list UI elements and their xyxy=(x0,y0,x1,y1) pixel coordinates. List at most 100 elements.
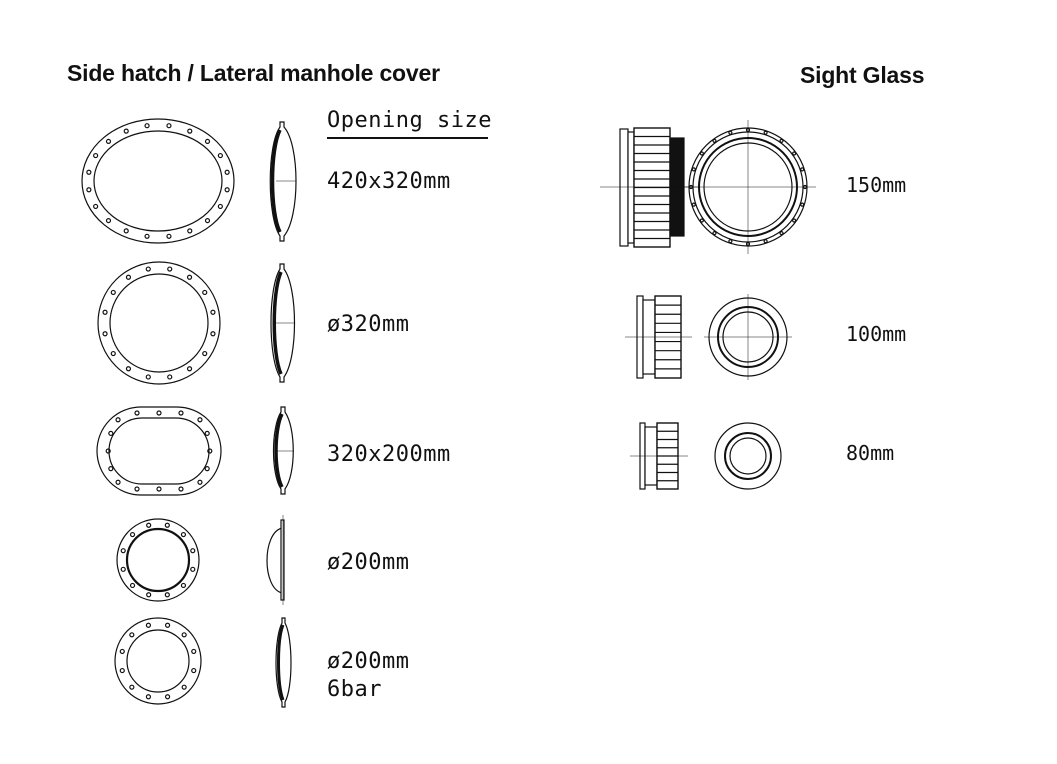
bolt-hole xyxy=(217,152,223,159)
bolt-hole xyxy=(129,531,136,538)
sight-glass-label-3: 80mm xyxy=(846,441,895,465)
bolt-hole xyxy=(197,479,203,485)
bolt-hole xyxy=(102,309,108,315)
bolt-hole xyxy=(187,228,193,234)
grip-notch xyxy=(728,239,733,244)
bolt-hole xyxy=(191,648,197,655)
bolt-hole xyxy=(164,592,170,598)
bolt-hole xyxy=(224,187,230,193)
bolt-hole xyxy=(86,169,92,175)
bolt-hole xyxy=(207,448,213,454)
bolt-hole xyxy=(145,622,152,628)
sight-glass-150-front-view xyxy=(680,120,816,254)
bolt-hole xyxy=(167,374,173,380)
grip-notch xyxy=(728,130,733,135)
grip-notch xyxy=(712,231,717,236)
bolt-hole xyxy=(125,274,132,280)
bolt-hole xyxy=(217,203,223,210)
bolt-hole xyxy=(181,684,187,690)
grip-notch xyxy=(691,167,696,172)
manhole-5-front-view xyxy=(114,617,202,705)
grip-notch xyxy=(699,218,704,223)
bolt-hole xyxy=(210,331,216,337)
manhole-5-side-view xyxy=(275,617,292,708)
bolt-hole xyxy=(186,274,193,280)
sight-glass-100-front-view xyxy=(704,294,792,380)
manhole-section-title: Side hatch / Lateral manhole cover xyxy=(67,60,440,86)
bolt-hole xyxy=(181,632,187,638)
manhole-4-side-view xyxy=(266,515,285,605)
grip-notch xyxy=(792,151,797,156)
grip-notch xyxy=(699,151,704,156)
bolt-hole xyxy=(156,486,162,492)
manhole-label-5-pressure: 6bar xyxy=(327,677,382,702)
manhole-label-3: 320x200mm xyxy=(327,442,451,467)
bolt-hole xyxy=(191,667,197,674)
bolt-hole xyxy=(125,366,132,372)
manhole-label-2: ø320mm xyxy=(327,312,410,337)
opening-size-header: Opening size xyxy=(327,108,492,133)
bolt-hole xyxy=(224,169,230,175)
opening-size-underline xyxy=(327,137,488,139)
manhole-label-4: ø200mm xyxy=(327,550,410,575)
bolt-hole xyxy=(110,350,116,357)
bolt-hole xyxy=(164,522,170,528)
bolt-hole xyxy=(164,694,171,700)
bolt-hole xyxy=(202,289,208,296)
manhole-4-front-view xyxy=(116,518,200,602)
bolt-hole xyxy=(190,548,196,554)
bolt-hole xyxy=(105,217,112,224)
bolt-hole xyxy=(186,366,193,372)
sight-glass-label-1: 150mm xyxy=(846,173,907,197)
bolt-hole xyxy=(145,374,151,380)
sight-glass-80-side-view xyxy=(630,422,688,490)
bolt-hole xyxy=(93,152,99,159)
bolt-hole xyxy=(144,123,150,129)
grip-notch xyxy=(800,167,805,172)
bolt-hole xyxy=(180,531,187,538)
manhole-3-front-view xyxy=(96,406,222,496)
manhole-2-front-view xyxy=(97,261,221,385)
sight-glass-section-title: Sight Glass xyxy=(800,62,925,88)
bolt-hole xyxy=(156,410,162,416)
manhole-1-front-view xyxy=(81,118,235,244)
bolt-hole xyxy=(129,684,135,690)
sight-glass-100-side-view xyxy=(625,295,692,379)
bolt-hole xyxy=(178,410,184,416)
bolt-hole xyxy=(123,128,129,134)
bolt-hole xyxy=(204,430,210,436)
bolt-hole xyxy=(120,566,126,572)
grip-notch xyxy=(779,138,784,143)
grip-notch xyxy=(800,202,805,207)
grip-notch xyxy=(763,130,768,135)
grip-notch xyxy=(792,218,797,223)
bolt-hole xyxy=(210,309,216,315)
bolt-hole xyxy=(164,622,171,628)
bolt-hole xyxy=(115,417,121,423)
bolt-hole xyxy=(120,548,126,554)
bolt-hole xyxy=(134,410,140,416)
bolt-hole xyxy=(108,430,114,436)
bolt-hole xyxy=(115,479,121,485)
manhole-1-side-view xyxy=(269,121,297,242)
bolt-hole xyxy=(146,522,152,528)
sight-glass-label-2: 100mm xyxy=(846,322,907,346)
bolt-hole xyxy=(204,138,211,145)
bolt-hole xyxy=(86,187,92,193)
sight-glass-150-side-view xyxy=(600,127,700,248)
manhole-2-side-view xyxy=(270,263,296,383)
bolt-hole xyxy=(166,233,172,239)
bolt-hole xyxy=(167,266,173,272)
bolt-hole xyxy=(145,694,152,700)
manhole-label-1: 420x320mm xyxy=(327,169,451,194)
bolt-hole xyxy=(105,448,111,454)
bolt-hole xyxy=(108,466,114,472)
bolt-hole xyxy=(102,331,108,337)
bolt-hole xyxy=(129,582,136,589)
bolt-hole xyxy=(93,203,99,210)
bolt-hole xyxy=(123,228,129,234)
bolt-hole xyxy=(204,466,210,472)
bolt-hole xyxy=(180,582,187,589)
bolt-hole xyxy=(190,566,196,572)
